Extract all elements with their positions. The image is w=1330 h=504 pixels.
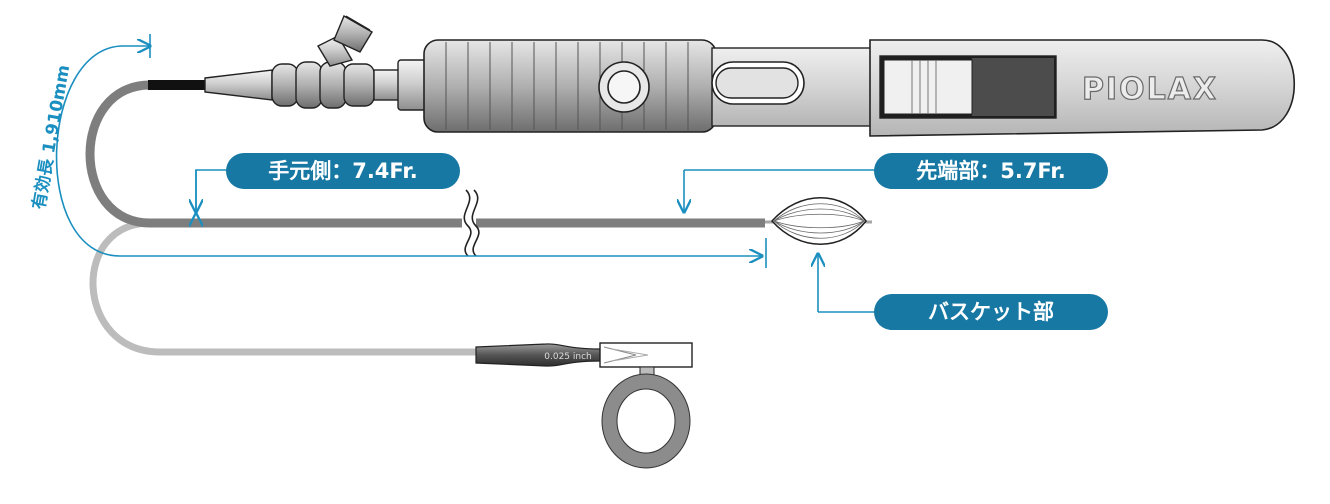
handle-grip xyxy=(423,39,717,133)
effective-length-label: 有効長 1,910mm xyxy=(28,63,74,211)
finger-ring xyxy=(601,373,691,469)
slider-window xyxy=(879,55,1057,119)
ribbed-coupler xyxy=(271,61,375,109)
basket xyxy=(765,196,872,246)
catheter-sheath xyxy=(85,80,765,228)
guide-wire xyxy=(89,219,484,356)
distal-size-label: 先端部：5.7Fr. xyxy=(916,159,1066,183)
basket-label: バスケット部 xyxy=(928,300,1054,324)
brand-logo: PIOLAX xyxy=(1082,72,1218,107)
wire-handle: 0.025 inch xyxy=(475,342,693,469)
callout-basket: バスケット部 xyxy=(818,254,1108,330)
callout-distal: 先端部：5.7Fr. xyxy=(684,153,1108,212)
handle: PIOLAX xyxy=(204,14,1296,137)
callout-proximal: 手元側：7.4Fr. xyxy=(196,153,460,214)
slide-slot xyxy=(711,61,805,105)
side-port xyxy=(317,14,373,67)
wire-size-marking: 0.025 inch xyxy=(544,352,591,362)
handle-knob xyxy=(598,61,650,113)
proximal-size-label: 手元側：7.4Fr. xyxy=(268,159,418,183)
length-break-symbol xyxy=(462,189,480,257)
